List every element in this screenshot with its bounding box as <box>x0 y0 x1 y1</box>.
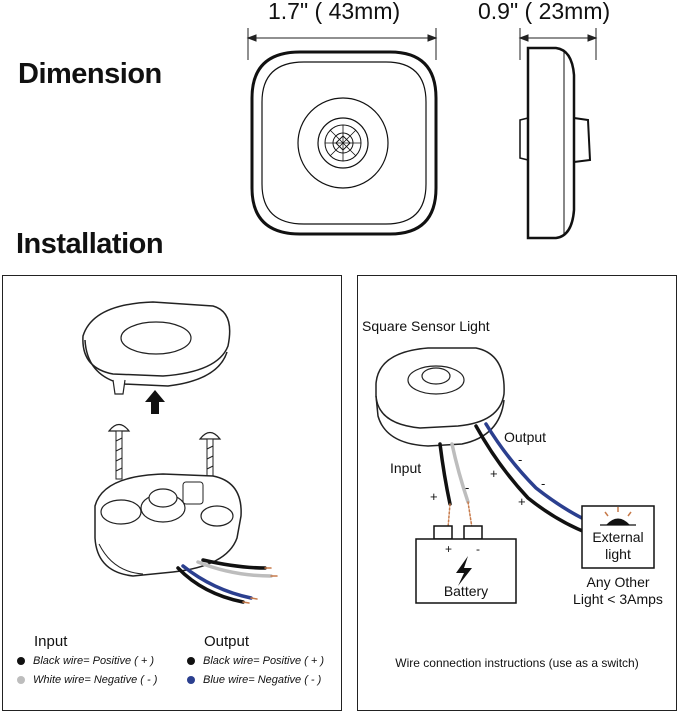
legend-output-black-text: Black wire= Positive ( + ) <box>203 655 325 667</box>
wiring-diagram: Square Sensor Light Output Input + - + - <box>362 318 663 670</box>
base-wires <box>176 558 278 604</box>
installation-heading: Installation <box>16 228 164 260</box>
blue-wire-dot <box>187 676 195 684</box>
screw-left <box>107 423 131 480</box>
white-wire-dot <box>17 676 25 684</box>
arrow-up-icon <box>145 390 165 414</box>
front-view-drawing <box>246 28 438 236</box>
depth-dimension-line <box>518 28 598 60</box>
input-minus-sign: - <box>465 480 469 495</box>
dimension-heading: Dimension <box>18 58 162 90</box>
legend-output-blue-text: Blue wire= Negative ( - ) <box>203 674 322 686</box>
wiring-caption: Wire connection instructions (use as a s… <box>395 656 638 670</box>
side-view-drawing <box>518 28 598 240</box>
output-plus-sign-2: + <box>518 494 526 509</box>
external-light-line2: light <box>605 546 631 562</box>
output-minus-sign-2: - <box>541 476 545 491</box>
legend-input-white-row: White wire= Negative ( - ) <box>17 674 157 686</box>
installation-panel: Input Output Black wire= Positive ( + ) … <box>2 275 342 711</box>
output-plus-sign-1: + <box>490 466 498 481</box>
legend-output-black-row: Black wire= Positive ( + ) <box>187 655 324 667</box>
legend-input-black-text: Black wire= Positive ( + ) <box>33 655 155 667</box>
legend-output-blue-row: Blue wire= Negative ( - ) <box>187 674 321 686</box>
sensor-light-front <box>250 50 438 236</box>
output-minus-sign-1: - <box>518 452 522 467</box>
battery-plus-sign: + <box>445 542 452 556</box>
input-label: Input <box>390 460 421 476</box>
legend-input-white-text: White wire= Negative ( - ) <box>33 674 158 686</box>
input-plus-sign: + <box>430 489 438 504</box>
legend-input-black-row: Black wire= Positive ( + ) <box>17 655 154 667</box>
sensor-light-side <box>519 46 592 240</box>
width-dimension-line <box>246 28 438 60</box>
wiring-title: Square Sensor Light <box>362 318 490 334</box>
battery-minus-sign: - <box>476 542 480 556</box>
lightning-icon <box>456 556 472 586</box>
black-wire-dot <box>187 657 195 665</box>
depth-label: 0.9" ( 23mm) <box>478 0 611 24</box>
external-light-line1: External <box>592 529 643 545</box>
lamp-icon <box>600 507 636 526</box>
installation-drawing <box>82 301 278 604</box>
other-light-line1: Any Other <box>586 574 649 590</box>
width-label: 1.7" ( 43mm) <box>268 0 401 24</box>
wiring-panel: Square Sensor Light Output Input + - + - <box>357 275 677 711</box>
black-wire-dot <box>17 657 25 665</box>
output-label: Output <box>504 429 546 445</box>
legend-input-title: Input <box>34 633 68 650</box>
input-wires <box>438 442 473 529</box>
sensor-base <box>94 473 242 577</box>
sensor-light-unit <box>375 347 505 447</box>
external-light-box <box>581 505 655 569</box>
sensor-cover <box>82 301 231 395</box>
battery-label: Battery <box>444 583 488 599</box>
legend-output-title: Output <box>204 633 250 650</box>
other-light-line2: Light < 3Amps <box>573 591 663 607</box>
